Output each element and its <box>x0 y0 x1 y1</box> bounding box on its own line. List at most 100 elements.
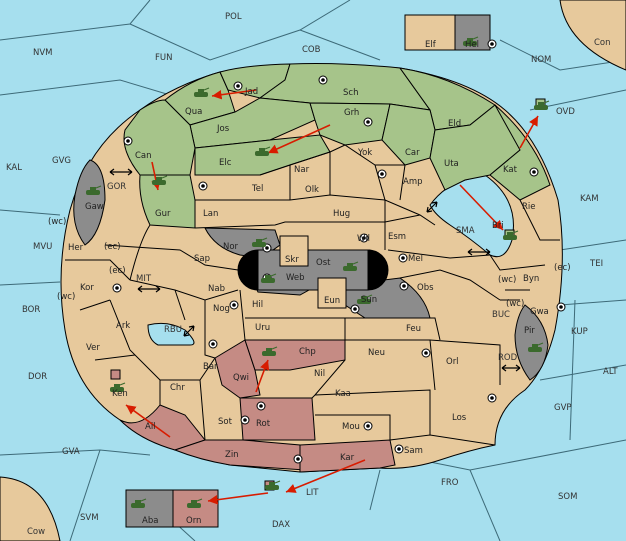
province-label: Feu <box>406 324 421 334</box>
supply-center <box>363 117 373 127</box>
province-label: Uta <box>444 159 459 169</box>
province-label: Kar <box>340 453 355 463</box>
sea-label: Con <box>594 38 611 48</box>
tank-unit-icon <box>187 498 203 508</box>
sea-label: MVU <box>33 242 52 252</box>
province-label: Lan <box>203 209 218 219</box>
order-arrow <box>151 161 161 191</box>
territory-chp <box>244 339 346 371</box>
territory-rot <box>239 397 316 441</box>
province-label: Qua <box>185 107 202 117</box>
province-label: Uru <box>255 323 270 333</box>
sea-label: SVM <box>80 513 99 523</box>
province-label: Neu <box>368 348 385 358</box>
order-arrow <box>207 492 269 505</box>
tank-unit-icon <box>534 100 550 110</box>
sea-label: FUN <box>155 53 172 63</box>
supply-center <box>359 233 369 243</box>
supply-center <box>198 181 208 191</box>
province-label: Mel <box>408 254 423 264</box>
territory-elf <box>404 14 456 51</box>
tank-unit-icon <box>463 36 479 46</box>
province-label: Zin <box>225 450 239 460</box>
province-label: Jos <box>216 124 230 134</box>
supply-center <box>377 169 387 179</box>
province-label: Web <box>286 273 305 283</box>
canal-arrow-sma <box>467 248 491 256</box>
territory-pir <box>514 304 549 381</box>
province-label: Ail <box>145 422 156 432</box>
sea-label: ROD <box>498 353 518 363</box>
sea-label: NVM <box>33 48 53 58</box>
supply-center <box>350 304 360 314</box>
province-label: Sap <box>194 254 210 264</box>
sea-label: SMA <box>456 226 475 236</box>
canal-arrow-rod <box>501 364 521 372</box>
supply-centers <box>112 39 566 464</box>
province-label: Eld <box>448 119 461 129</box>
supply-center <box>112 283 122 293</box>
supply-center <box>256 401 266 411</box>
province-label: Hel <box>465 40 479 50</box>
sea-label: GVP <box>554 403 572 413</box>
sea-label: RBU <box>164 325 182 335</box>
supply-center <box>487 39 497 49</box>
inner-sea-smA <box>429 174 514 258</box>
supply-center <box>487 393 497 403</box>
coast-label: (wc) <box>57 292 75 302</box>
province-label: Gur <box>155 209 171 219</box>
province-label: Nil <box>314 369 325 379</box>
province-label: Eun <box>324 296 340 306</box>
territory-gaw <box>73 159 106 246</box>
province-label: Tel <box>251 184 263 194</box>
sea-label: DAX <box>272 520 290 530</box>
sea-label: POL <box>225 12 242 22</box>
province-label: Nor <box>223 242 239 252</box>
province-label: Ark <box>116 321 130 331</box>
province-label: Los <box>452 413 467 423</box>
territory-gur <box>139 174 196 229</box>
territory-skr <box>279 235 309 267</box>
sea-label: BOR <box>22 305 40 315</box>
sea-label: FRO <box>441 478 459 488</box>
tank-unit-icon <box>357 294 373 304</box>
sea-label: KAL <box>6 163 22 173</box>
sea-label: NOM <box>531 55 551 65</box>
units <box>86 36 550 508</box>
territory-zin <box>173 439 306 471</box>
province-label: Kaa <box>335 389 351 399</box>
supply-center <box>529 167 539 177</box>
province-label: Elc <box>219 158 232 168</box>
inner-sea-rbu <box>147 322 195 346</box>
sea-label: Cow <box>27 527 45 537</box>
sea-label: BUC <box>492 310 510 320</box>
province-label: Nab <box>208 284 225 294</box>
sea-label: TEI <box>589 259 603 269</box>
supply-center <box>240 415 250 425</box>
province-label: Ken <box>112 389 128 399</box>
province-label: Bri <box>492 221 504 231</box>
tank-unit-icon <box>503 230 519 240</box>
province-label: Mou <box>342 422 360 432</box>
canal-arrow-gor <box>109 168 133 176</box>
supply-center <box>123 136 133 146</box>
province-label: Her <box>68 243 84 253</box>
tank-unit-icon <box>255 146 271 156</box>
province-label: Obs <box>417 283 434 293</box>
province-label: Esm <box>388 232 406 242</box>
province-label: Byn <box>523 274 539 284</box>
order-arrow <box>459 184 504 231</box>
province-label: Gaw <box>85 202 104 212</box>
supply-center <box>233 81 243 91</box>
province-label: Sun <box>361 295 377 305</box>
province-label: Amp <box>403 177 423 187</box>
province-label: Nog <box>213 304 230 314</box>
coast-label: (ec) <box>109 266 126 276</box>
tank-unit-icon <box>261 273 277 283</box>
province-label: Can <box>135 151 152 161</box>
order-arrow <box>211 89 257 100</box>
tank-unit-icon <box>252 237 268 247</box>
order-arrow <box>519 115 539 149</box>
province-label: Pir <box>524 326 535 336</box>
